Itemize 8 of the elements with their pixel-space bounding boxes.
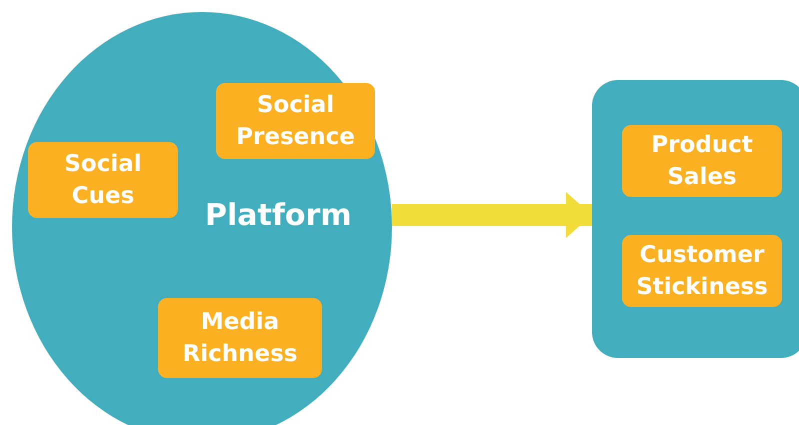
arrow: [392, 192, 592, 238]
platform-label: Platform: [205, 198, 352, 233]
factor-box: Social Presence: [216, 83, 375, 159]
outcome-panel: [592, 80, 799, 358]
factor-box: Media Richness: [158, 298, 322, 378]
factor-box: Customer Stickiness: [622, 235, 782, 307]
factor-box: Social Cues: [28, 142, 178, 218]
factor-box: Product Sales: [622, 125, 782, 197]
